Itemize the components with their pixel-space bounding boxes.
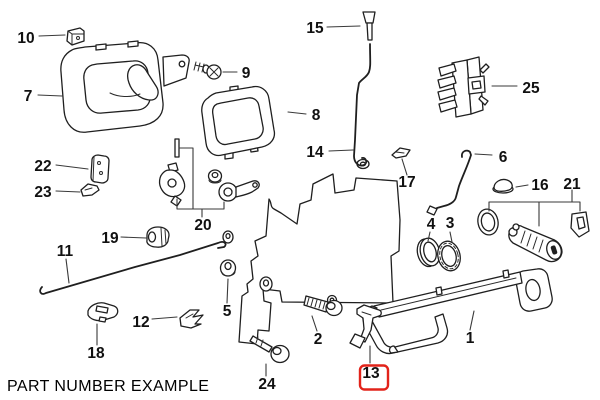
part-label-11[interactable]: 11 bbox=[57, 243, 74, 260]
part-17-drawing bbox=[391, 147, 411, 159]
part-label-22[interactable]: 22 bbox=[34, 158, 51, 175]
part-label-15[interactable]: 15 bbox=[306, 20, 324, 37]
part-1-drawing bbox=[362, 268, 553, 355]
part-18-drawing bbox=[87, 302, 119, 323]
part-10-drawing bbox=[66, 27, 85, 46]
part-5-drawing bbox=[219, 259, 237, 277]
part-label-23[interactable]: 23 bbox=[34, 184, 52, 201]
part-11-drawing bbox=[39, 241, 227, 295]
part-label-6[interactable]: 6 bbox=[499, 149, 508, 166]
part-label-18[interactable]: 18 bbox=[87, 345, 105, 362]
part-label-2[interactable]: 2 bbox=[314, 331, 323, 348]
part-14-drawing bbox=[353, 43, 372, 167]
part-label-13[interactable]: 13 bbox=[362, 365, 380, 382]
part-label-17[interactable]: 17 bbox=[398, 174, 415, 191]
part-label-7[interactable]: 7 bbox=[24, 88, 33, 105]
part-13-drawing bbox=[349, 304, 382, 349]
part-15-drawing bbox=[362, 11, 376, 41]
part-label-9[interactable]: 9 bbox=[242, 65, 251, 82]
part-24-drawing bbox=[249, 335, 290, 364]
part-2-drawing bbox=[303, 295, 343, 317]
part-label-20[interactable]: 20 bbox=[194, 217, 211, 234]
part-label-8[interactable]: 8 bbox=[312, 107, 321, 124]
part-8-drawing bbox=[201, 85, 276, 160]
part-label-16[interactable]: 16 bbox=[531, 177, 549, 194]
part-label-5[interactable]: 5 bbox=[223, 303, 232, 320]
part-19-drawing bbox=[146, 226, 170, 248]
part-4-drawing bbox=[416, 237, 441, 268]
part-25-drawing bbox=[437, 56, 490, 118]
part-3-drawing bbox=[437, 240, 461, 272]
part-7-drawing bbox=[60, 40, 190, 133]
part-16-drawing bbox=[492, 178, 514, 194]
part-label-21[interactable]: 21 bbox=[563, 176, 581, 193]
part-23-drawing bbox=[80, 183, 100, 197]
part-20-drawing bbox=[158, 138, 260, 207]
part-label-3[interactable]: 3 bbox=[446, 215, 455, 232]
part-6-drawing bbox=[426, 149, 472, 216]
highlight-box-part-13 bbox=[358, 364, 390, 391]
part-label-10[interactable]: 10 bbox=[17, 30, 34, 47]
part-22-drawing bbox=[90, 154, 110, 184]
leader-lines bbox=[37, 25, 581, 377]
part-label-1[interactable]: 1 bbox=[466, 330, 475, 347]
part-12-drawing bbox=[179, 309, 204, 329]
part-label-25[interactable]: 25 bbox=[522, 80, 540, 97]
part-labels: 10 7 9 22 23 19 11 20 15 8 14 17 25 6 16… bbox=[17, 20, 581, 393]
caption-text: PART NUMBER EXAMPLE bbox=[7, 378, 210, 395]
part-label-24[interactable]: 24 bbox=[258, 376, 276, 393]
part-9-drawing bbox=[193, 61, 222, 80]
part-label-12[interactable]: 12 bbox=[132, 314, 149, 331]
part-label-19[interactable]: 19 bbox=[101, 230, 119, 247]
part-label-14[interactable]: 14 bbox=[306, 144, 324, 161]
part-21-drawing bbox=[477, 208, 590, 263]
part-label-4[interactable]: 4 bbox=[427, 216, 436, 233]
